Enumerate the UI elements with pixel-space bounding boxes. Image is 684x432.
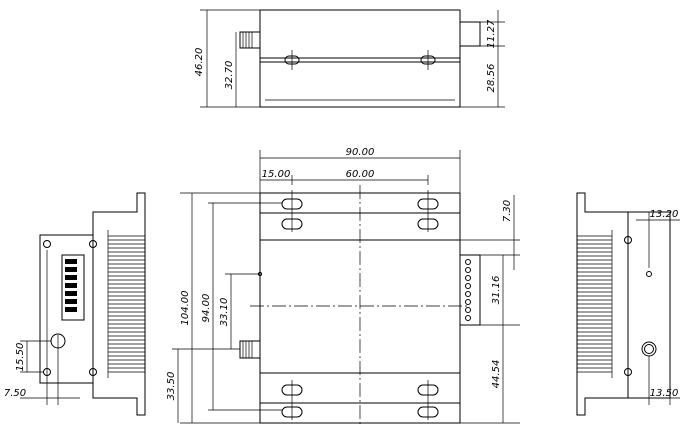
top-view-connector: [239, 31, 261, 49]
dim-top-flange-height: 28.56: [486, 64, 497, 93]
left-view: 15.50 7.50: [4, 192, 146, 416]
dim-top-flange-offset: 11.27: [486, 19, 497, 48]
dim-front-terminal-offset: 7.30: [502, 200, 513, 222]
dim-front-slot-edge-offset: 15.00: [262, 169, 291, 180]
dim-front-indicator-offset: 33.10: [219, 298, 230, 327]
terminal-block: [459, 254, 481, 326]
dim-front-overall-width: 90.00: [346, 147, 375, 158]
right-view-bracket: [576, 192, 629, 416]
dim-front-connector-offset: 33.50: [166, 372, 177, 401]
left-view-panel: [39, 234, 94, 384]
dim-top-overall-height: 46.20: [194, 48, 205, 77]
dim-top-body-height: 32.70: [224, 61, 235, 90]
left-view-terminal-block: [61, 254, 85, 321]
dim-left-led-height: 15.50: [15, 343, 26, 372]
dim-front-terminal-bottom-offset: 44.54: [491, 360, 502, 389]
dim-right-hole-offset-bottom: 13.50: [650, 388, 679, 399]
front-view: 90.00 15.00 60.00 104.00 94.00 33.10 33.…: [166, 147, 520, 425]
right-view: 13.20 13.50: [576, 192, 680, 416]
left-view-terminal-pins: [65, 259, 77, 312]
right-view-indicator: [646, 271, 652, 277]
dim-right-hole-offset-top: 13.20: [650, 209, 679, 220]
right-view-hole-bottom: [624, 368, 632, 376]
dim-front-mount-span: 94.00: [201, 294, 212, 323]
left-view-bracket: [92, 192, 146, 416]
right-view-hole-top: [624, 236, 632, 244]
terminal-screws: [465, 259, 471, 321]
top-view-terminal: [459, 21, 481, 47]
top-view: 46.20 32.70 11.27 28.56: [194, 9, 505, 108]
left-view-heatsink-fins: [108, 235, 145, 373]
right-view-heatsink-fins: [577, 235, 612, 373]
front-view-connector: [239, 340, 261, 359]
dim-front-overall-length: 104.00: [180, 291, 191, 326]
left-view-hole-top: [43, 240, 51, 248]
dim-front-slot-pitch: 60.00: [346, 169, 375, 180]
dim-left-led-offset: 7.50: [4, 388, 26, 399]
dim-front-terminal-length: 31.16: [491, 276, 502, 305]
